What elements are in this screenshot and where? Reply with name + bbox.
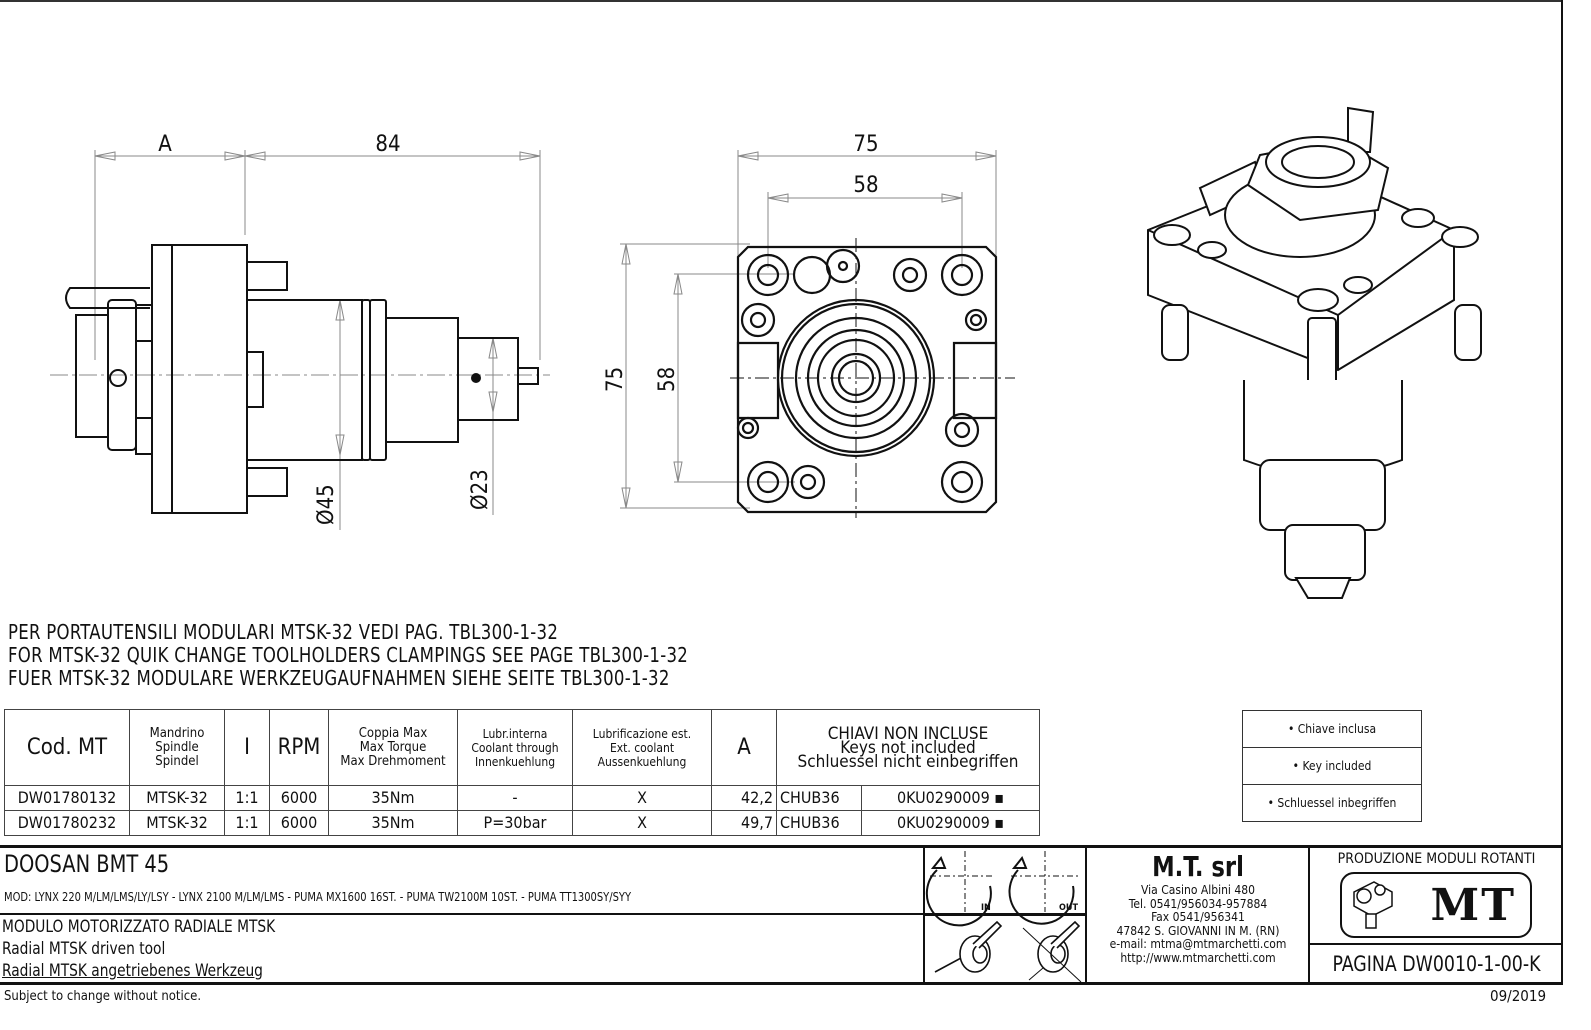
rotation-in-label: IN	[981, 903, 991, 913]
cell-rpm: 6000	[269, 785, 329, 811]
key-legend: • Chiave inclusa • Key included • Schlue…	[1242, 710, 1422, 822]
rotation-out-label: OUT	[1059, 903, 1078, 913]
production-label: PRODUZIONE MODULI ROTANTI	[1337, 851, 1536, 867]
machine-title: DOOSAN BMT 45	[4, 850, 170, 878]
header-torque-en: Max Torque	[359, 739, 427, 755]
header-external-coolant: Lubrificazione est. Ext. coolant Aussenk…	[572, 709, 712, 786]
disclaimer: Subject to change without notice.	[4, 989, 202, 1004]
header-internal-coolant-it: Lubr.interna	[482, 726, 548, 741]
logo-text: MT	[1430, 879, 1516, 931]
divider	[923, 913, 1087, 916]
header-A: A	[711, 709, 777, 786]
cell-rpm: 6000	[269, 810, 329, 836]
header-keys-en: Keys not included	[840, 737, 976, 758]
header-external-coolant-de: Aussenkuehlung	[597, 754, 687, 769]
dim-A-label: A	[158, 132, 172, 157]
address-city: 47842 S. GIOVANNI IN M. (RN)	[1116, 923, 1280, 938]
header-spindle-en: Spindle	[155, 739, 199, 755]
header-spindle-it: Mandrino	[149, 725, 205, 741]
title-block-top-rule	[0, 845, 1563, 848]
header-torque-it: Coppia Max	[358, 725, 428, 741]
cell-code: DW01780232	[4, 810, 130, 836]
note-italian: PER PORTAUTENSILI MODULARI MTSK-32 VEDI …	[8, 620, 559, 644]
address-email[interactable]: e-mail: mtma@mtmarchetti.com	[1109, 937, 1287, 951]
side-view-drawing: A 84 Ø45 Ø23	[40, 132, 560, 540]
key-legend-de: • Schluessel inbegriffen	[1267, 796, 1397, 810]
revision-date: 09/2019	[1490, 987, 1547, 1005]
header-internal-coolant-en: Coolant through	[471, 740, 559, 755]
cell-A: 49,7	[711, 810, 777, 836]
cell-ratio: 1:1	[224, 810, 270, 836]
note-german: FUER MTSK-32 MODULARE WERKZEUGAUFNAHMEN …	[8, 666, 670, 690]
title-block-mid-rule	[0, 913, 925, 915]
address-fax: Fax 0541/956341	[1151, 910, 1245, 924]
header-keys: CHIAVI NON INCLUSE Keys not included Sch…	[776, 709, 1040, 786]
table-row: DW01780132 MTSK-32 1:1 6000 35Nm - X 42,…	[4, 785, 1040, 811]
mt-logo: MT	[1340, 872, 1532, 938]
compatible-models: MOD: LYNX 220 M/LM/LMS/LY/LSY - LYNX 210…	[4, 890, 632, 904]
cell-key1: CHUB36	[776, 785, 862, 811]
header-spindle: Mandrino Spindle Spindel	[129, 709, 225, 786]
header-ratio: I	[224, 709, 270, 786]
header-rpm: RPM	[269, 709, 329, 786]
description-english: Radial MTSK driven tool	[2, 939, 166, 959]
cell-spindle: MTSK-32	[129, 810, 225, 836]
header-internal-coolant-de: Innenkuehlung	[474, 754, 556, 769]
cell-key2: 0KU0290009 ▪	[861, 810, 1040, 836]
header-keys-de: Schluessel nicht einbegriffen	[797, 751, 1019, 772]
dim-height-outer-label: 75	[603, 367, 628, 392]
dim-body-diameter-label: Ø45	[314, 484, 339, 525]
cell-key2: 0KU0290009 ▪	[861, 785, 1040, 811]
description-german: Radial MTSK angetriebenes Werkzeug	[2, 961, 263, 981]
dim-width-inner-label: 58	[853, 173, 878, 198]
address-website[interactable]: http://www.mtmarchetti.com	[1120, 950, 1276, 965]
front-view-drawing: 75 58 75 58	[603, 132, 1020, 520]
address-phone: Tel. 0541/956034-957884	[1128, 896, 1268, 911]
table-row: DW01780232 MTSK-32 1:1 6000 35Nm P=30bar…	[4, 810, 1040, 836]
title-block-bottom-rule	[0, 982, 1563, 985]
cell-internal-coolant: -	[457, 785, 573, 811]
wrench-usage-icon	[925, 916, 1085, 982]
cell-torque: 35Nm	[328, 785, 458, 811]
description-italian: MODULO MOTORIZZATO RADIALE MTSK	[2, 917, 276, 937]
frame-border-right	[1561, 0, 1563, 985]
dim-width-outer-label: 75	[853, 132, 878, 157]
header-spindle-de: Spindel	[155, 753, 199, 769]
rotation-direction-icon: IN OUT	[925, 848, 1085, 913]
cell-internal-coolant: P=30bar	[457, 810, 573, 836]
header-torque: Coppia Max Max Torque Max Drehmoment	[328, 709, 458, 786]
header-internal-coolant: Lubr.interna Coolant through Innenkuehlu…	[457, 709, 573, 786]
note-english: FOR MTSK-32 QUIK CHANGE TOOLHOLDERS CLAM…	[8, 643, 689, 667]
header-code: Cod. MT	[4, 709, 130, 786]
key-legend-it: • Chiave inclusa	[1243, 711, 1421, 748]
spec-table: Cod. MT Mandrino Spindle Spindel I RPM C…	[4, 709, 1040, 836]
header-keys-it: CHIAVI NON INCLUSE	[827, 723, 989, 744]
cell-external-coolant: X	[572, 785, 712, 811]
cell-ratio: 1:1	[224, 785, 270, 811]
dim-height-inner-label: 58	[655, 367, 680, 392]
cell-torque: 35Nm	[328, 810, 458, 836]
header-external-coolant-it: Lubrificazione est.	[592, 726, 692, 741]
cell-key1: CHUB36	[776, 810, 862, 836]
dim-tip-diameter-label: Ø23	[468, 469, 493, 510]
cell-spindle: MTSK-32	[129, 785, 225, 811]
tool-module-icon	[1353, 881, 1393, 929]
divider	[1308, 845, 1310, 983]
spec-table-header-row: Cod. MT Mandrino Spindle Spindel I RPM C…	[4, 709, 1040, 786]
cell-A: 42,2	[711, 785, 777, 811]
dim-length-label: 84	[375, 132, 400, 157]
company-address: Via Casino Albini 480 Tel. 0541/956034-9…	[1087, 883, 1309, 965]
cell-code: DW01780132	[4, 785, 130, 811]
page-number: PAGINA DW0010-1-00-K	[1332, 952, 1541, 976]
company-name: M.T. srl	[1152, 850, 1244, 883]
key-legend-en: • Key included	[1243, 748, 1421, 785]
isometric-view-drawing	[1100, 90, 1500, 600]
frame-border-top	[0, 0, 1563, 2]
header-external-coolant-en: Ext. coolant	[609, 740, 675, 755]
cell-external-coolant: X	[572, 810, 712, 836]
header-torque-de: Max Drehmoment	[340, 753, 446, 769]
address-street: Via Casino Albini 480	[1141, 883, 1255, 897]
divider	[1308, 943, 1563, 945]
